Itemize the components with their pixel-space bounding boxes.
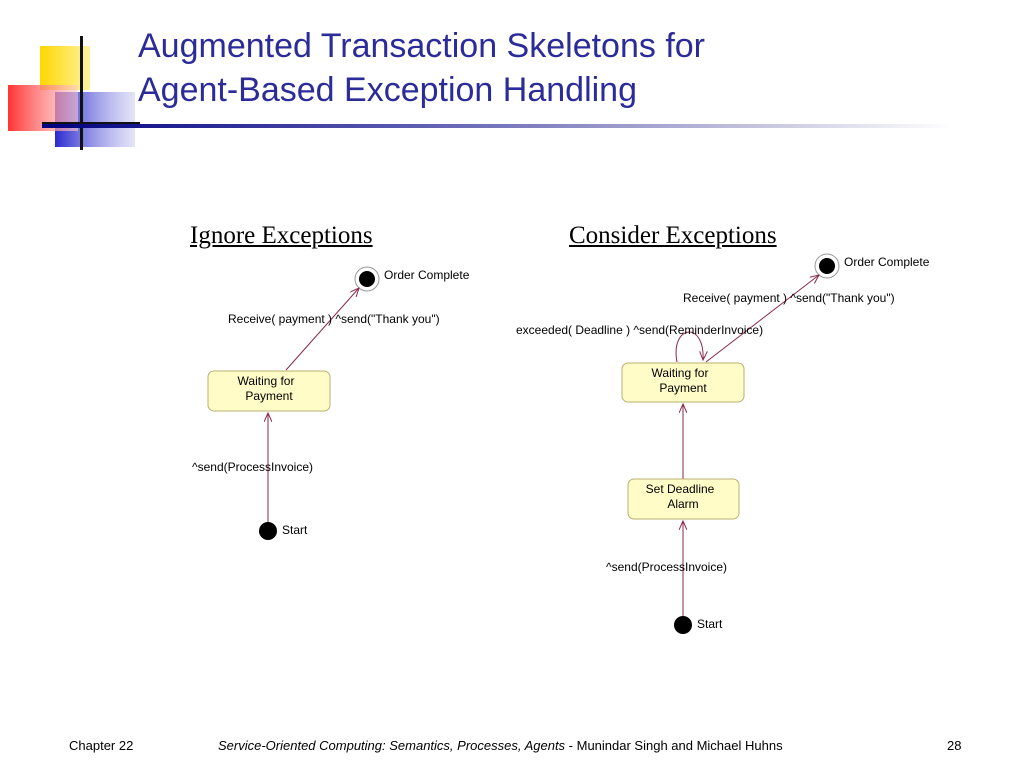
left-final-state-label: Order Complete <box>384 268 470 282</box>
right-start-label: Start <box>697 617 723 631</box>
footer-page-number: 28 <box>947 738 962 753</box>
left-start-state-marker <box>259 522 277 540</box>
left-final-state-marker <box>359 271 375 287</box>
left-state-waiting-for-payment <box>207 370 331 412</box>
right-final-state-marker <box>819 258 835 274</box>
right-diagram-heading: Consider Exceptions <box>569 222 777 249</box>
right-state-deadline-line-1: Set Deadline <box>646 482 715 496</box>
footer-citation: Service-Oriented Computing: Semantics, P… <box>218 738 783 753</box>
footer-chapter: Chapter 22 <box>69 738 134 753</box>
right-start-state-marker <box>674 616 692 634</box>
right-self-transition-label: exceeded( Deadline ) ^send(ReminderInvoi… <box>516 323 763 337</box>
left-diagram: Order Complete Receive( payment ) ^send(… <box>192 266 470 540</box>
right-state-waiting-for-payment <box>621 362 745 403</box>
right-final-state-label: Order Complete <box>844 255 930 269</box>
slide-title-line-2: Agent-Based Exception Handling <box>138 71 637 109</box>
left-state-waiting-line-2: Payment <box>245 389 293 403</box>
left-diagram-heading: Ignore Exceptions <box>190 222 373 249</box>
right-self-transition-loop <box>675 331 703 363</box>
left-start-label: Start <box>282 523 308 537</box>
right-diagram: Order Complete Receive( payment ) ^send(… <box>516 253 930 634</box>
footer-book-title: Service-Oriented Computing: Semantics, P… <box>218 738 566 753</box>
right-transition-arrow-complete <box>705 275 819 363</box>
slide-title: Augmented Transaction Skeletons for Agen… <box>138 24 705 112</box>
left-transition-arrow-complete <box>285 288 359 371</box>
right-transition-start-label: ^send(ProcessInvoice) <box>606 560 727 574</box>
title-underline-rule <box>42 124 952 128</box>
right-state-waiting-line-2: Payment <box>659 381 707 395</box>
slide-logo-graphic <box>8 36 140 150</box>
left-state-waiting-line-1: Waiting for <box>238 374 295 388</box>
left-transition-start-label: ^send(ProcessInvoice) <box>192 460 313 474</box>
slide-title-line-1: Augmented Transaction Skeletons for <box>138 27 705 65</box>
footer-authors: - Munindar Singh and Michael Huhns <box>565 738 783 753</box>
right-state-waiting-line-1: Waiting for <box>652 366 709 380</box>
left-transition-complete-label: Receive( payment ) ^send("Thank you") <box>228 312 440 326</box>
right-state-set-deadline-alarm <box>627 478 740 520</box>
right-state-deadline-line-2: Alarm <box>667 497 698 511</box>
right-transition-complete-label: Receive( payment ) ^send("Thank you") <box>683 291 895 305</box>
